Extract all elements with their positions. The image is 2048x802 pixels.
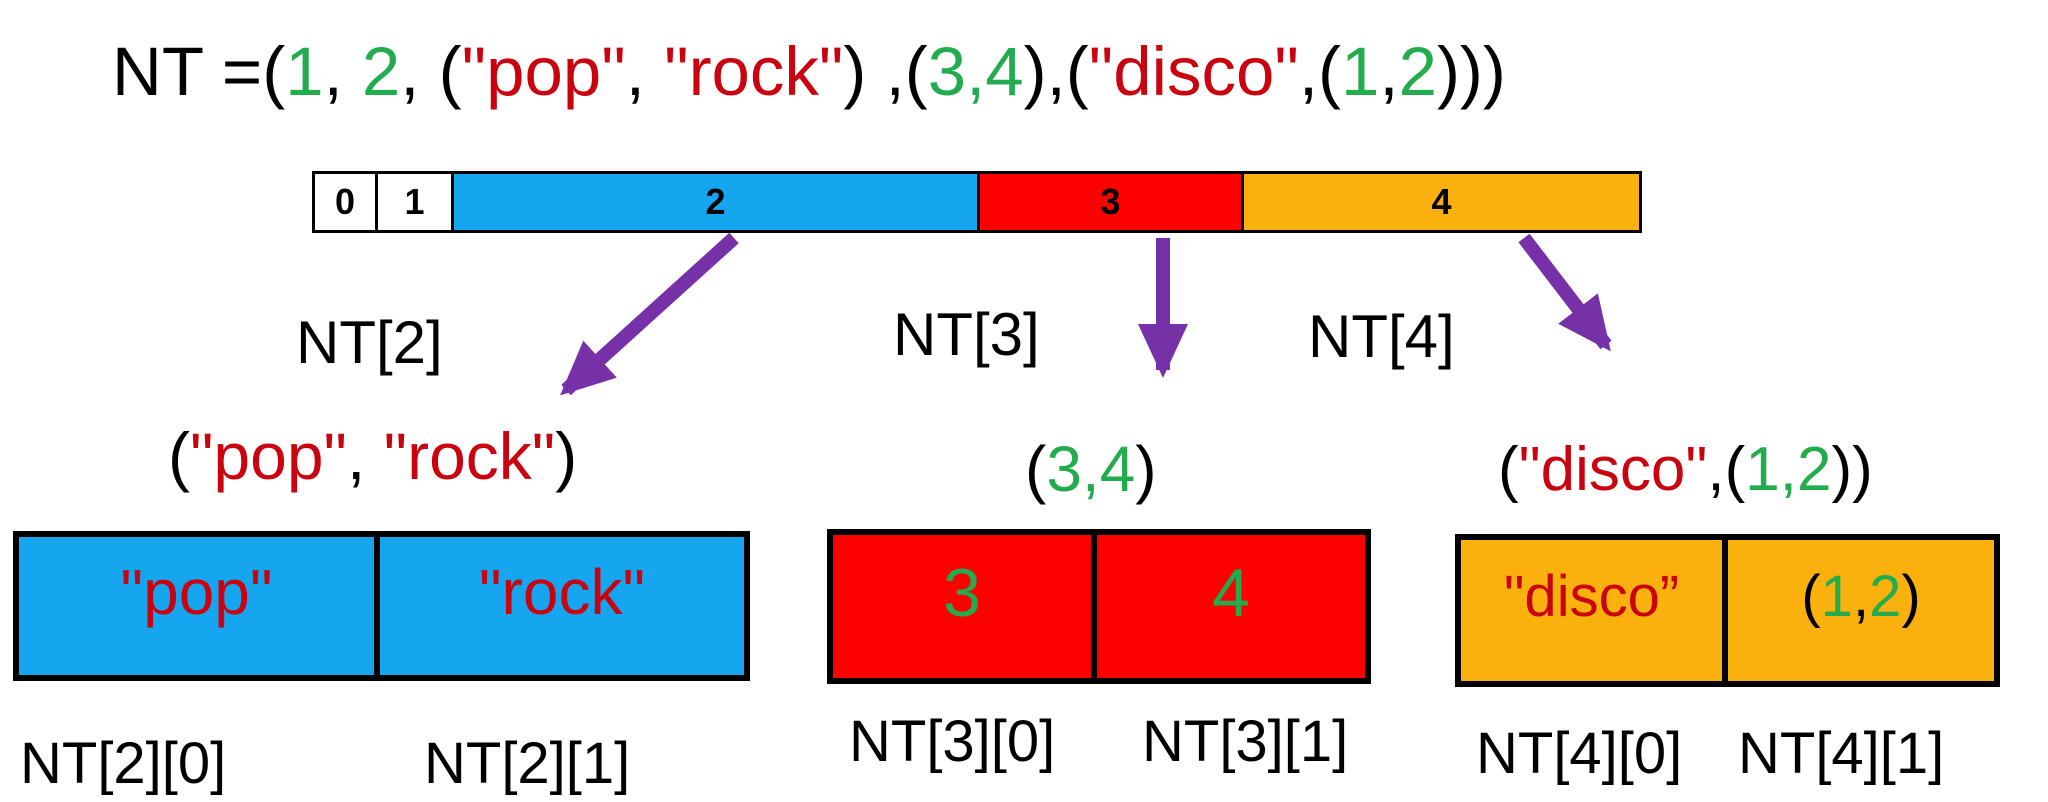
title-segment: 2 xyxy=(1398,33,1437,110)
title-segment: ) ,( xyxy=(843,33,928,110)
subtuple-segment: "rock" xyxy=(383,419,556,493)
bar-cell-4: 4 xyxy=(1241,171,1642,233)
title-segment: , xyxy=(1379,33,1399,110)
title-segment: , xyxy=(625,33,665,110)
purple-arrow-nt2 xyxy=(560,232,739,396)
bar-cell-3: 3 xyxy=(977,171,1244,233)
label-nt3-0: NT[3][0] xyxy=(849,709,1056,774)
label-nt4-0: NT[4][0] xyxy=(1476,721,1683,786)
box-nt3-cell-0-value: 3 xyxy=(943,554,981,631)
tuple-definition: NT =(1, 2, ("pop", "rock") ,(3,4),("disc… xyxy=(112,34,1506,110)
bar-cell-0: 0 xyxy=(312,171,378,233)
purple-arrow-nt4 xyxy=(1518,233,1612,352)
subtuple-segment: )) xyxy=(1831,435,1873,504)
subtuple-segment: ) xyxy=(1135,433,1157,505)
subtuple-segment: , xyxy=(346,419,384,493)
cell-segment: ( xyxy=(1801,564,1821,629)
box-nt3-cell-1-value: 4 xyxy=(1212,554,1250,631)
title-segment: 3,4 xyxy=(927,33,1024,110)
box-nt2-cell-1-value: "rock" xyxy=(478,556,646,628)
label-nt3: NT[3] xyxy=(893,301,1040,368)
bar-cell-1: 1 xyxy=(375,171,454,233)
title-segment: 2 xyxy=(361,33,401,110)
cell-segment: 2 xyxy=(1869,564,1902,629)
subtuple-segment: ,( xyxy=(1707,435,1746,504)
subtuple-pop-rock: ("pop", "rock") xyxy=(168,418,577,494)
label-nt2-0: NT[2][0] xyxy=(20,731,227,796)
title-segment: , xyxy=(323,33,362,110)
subtuple-disco: ("disco",(1,2)) xyxy=(1498,434,1873,505)
title-segment: NT =( xyxy=(112,33,286,110)
title-segment: ,( xyxy=(1298,33,1342,110)
box-nt4: "disco” (1,2) xyxy=(1455,534,2000,687)
subtuple-segment: "pop" xyxy=(189,419,347,493)
title-segment: ))) xyxy=(1436,33,1506,110)
box-nt2-cell-0: "pop" xyxy=(13,531,380,681)
box-nt2-cell-1: "rock" xyxy=(374,531,750,681)
label-nt2-1: NT[2][1] xyxy=(424,731,631,796)
box-nt4-cell-1-value: (1,2) xyxy=(1801,563,1920,630)
subtuple-segment: ( xyxy=(168,419,190,493)
label-nt3-1: NT[3][1] xyxy=(1142,709,1349,774)
title-segment: , ( xyxy=(400,33,462,110)
cell-segment: 1 xyxy=(1820,564,1853,629)
box-nt3-cell-0: 3 xyxy=(827,529,1097,684)
box-nt4-cell-0-value: "disco” xyxy=(1503,564,1680,629)
bar-cell-label: 0 xyxy=(334,181,356,222)
bar-cell-label: 2 xyxy=(705,181,726,222)
title-segment: "pop" xyxy=(461,33,626,110)
subtuple-segment: 1,2 xyxy=(1745,435,1832,504)
bar-cell-label: 3 xyxy=(1100,181,1121,222)
subtuple-three-four: (3,4) xyxy=(1025,432,1157,506)
title-segment: 1 xyxy=(1341,33,1380,110)
title-segment: "disco" xyxy=(1088,33,1299,110)
tuple-index-bar: 0 1 2 3 4 xyxy=(312,171,1642,233)
box-nt2-cell-0-value: "pop" xyxy=(120,556,273,628)
cell-segment: , xyxy=(1852,564,1870,629)
subtuple-segment: ( xyxy=(1498,435,1519,504)
subtuple-segment: ( xyxy=(1025,433,1047,505)
title-segment: ),( xyxy=(1023,33,1089,110)
box-nt4-cell-1: (1,2) xyxy=(1722,534,2000,687)
subtuple-segment: 3,4 xyxy=(1046,433,1136,505)
label-nt4: NT[4] xyxy=(1308,303,1455,370)
box-nt2: "pop" "rock" xyxy=(13,531,750,681)
bar-cell-label: 4 xyxy=(1431,181,1452,222)
label-nt2: NT[2] xyxy=(296,309,443,376)
title-segment: 1 xyxy=(285,33,324,110)
box-nt3-cell-1: 4 xyxy=(1091,529,1371,684)
subtuple-segment: "disco" xyxy=(1518,435,1708,504)
bar-cell-2: 2 xyxy=(451,171,980,233)
box-nt3: 3 4 xyxy=(827,529,1371,684)
title-segment: "rock" xyxy=(664,33,844,110)
cell-segment: ) xyxy=(1901,564,1921,629)
box-nt4-cell-0: "disco” xyxy=(1455,534,1728,687)
label-nt4-1: NT[4][1] xyxy=(1738,721,1945,786)
subtuple-segment: ) xyxy=(555,419,578,493)
bar-cell-label: 1 xyxy=(404,181,425,222)
